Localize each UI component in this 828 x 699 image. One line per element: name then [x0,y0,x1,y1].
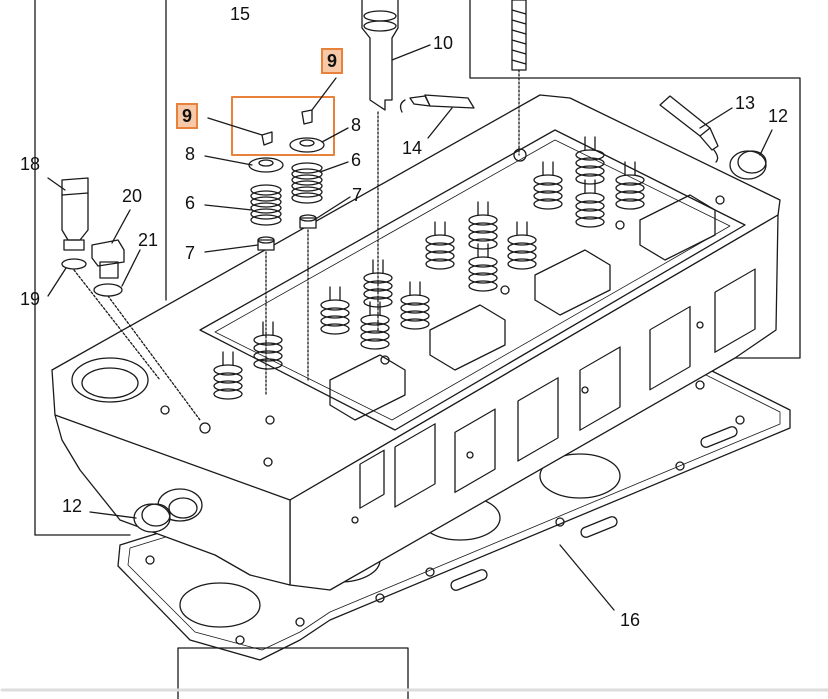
leader-lines [47,44,773,611]
sender-unit-18 [61,177,161,381]
callout-8-right: 8 [351,115,362,135]
callout-7-right: 7 [352,185,363,205]
callout-19: 19 [20,289,41,309]
callout-6-left: 6 [185,193,196,213]
callout-16: 16 [620,610,641,630]
sealant-tube-13 [659,95,719,163]
callout-12-bottom: 12 [62,496,83,516]
callout-20: 20 [122,186,143,206]
callout-9-left: 9 [176,103,199,129]
injector [361,0,399,331]
callout-18: 18 [20,154,41,174]
installed-valve-springs [213,136,645,400]
expansion-plug-bottom [133,503,171,533]
callout-9-top: 9 [321,48,344,74]
callout-8-left: 8 [185,144,196,164]
callout-14: 14 [402,138,423,158]
rocker-pedestals [329,194,716,421]
plug-20 [91,239,201,421]
sealant-tube-14 [399,94,475,113]
callout-12-top: 12 [768,106,789,126]
head-stud [511,0,527,156]
cylinder-head-body [51,94,781,591]
callout-7-left: 7 [185,243,196,263]
callout-15: 15 [230,4,251,24]
callout-13: 13 [735,93,756,113]
callout-10: 10 [433,33,454,53]
callout-21: 21 [138,230,159,250]
callout-6-right: 6 [351,150,362,170]
expansion-plug-top [729,150,767,180]
